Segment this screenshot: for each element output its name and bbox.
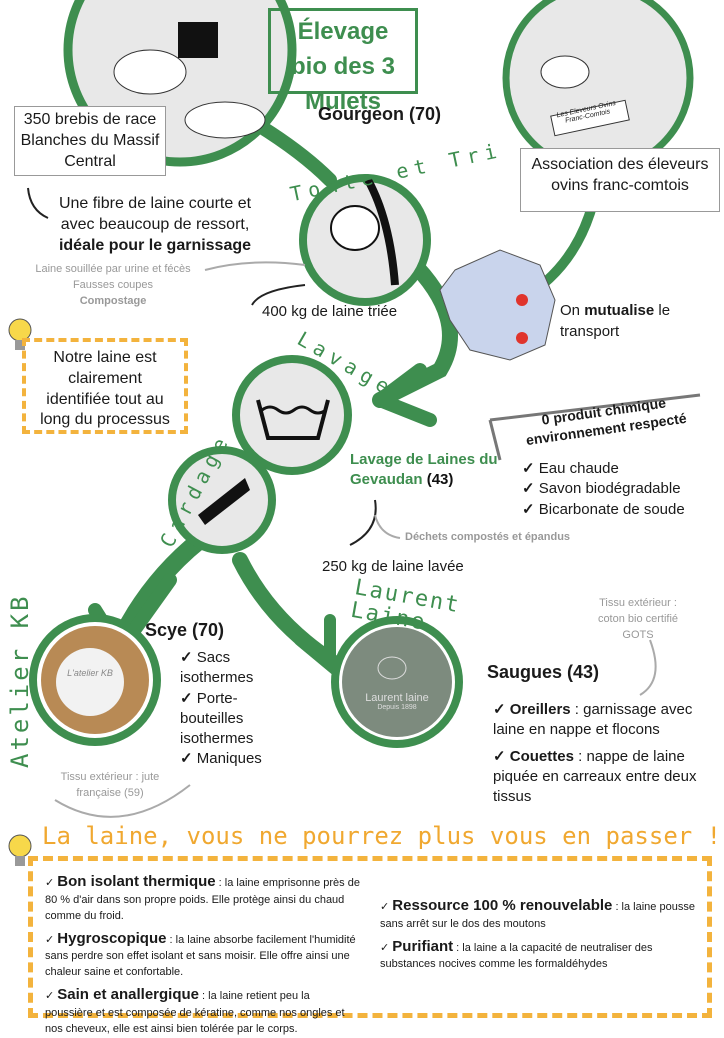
flow-arrow [232, 552, 338, 668]
text: Laine souillée par urine et fécès [35, 263, 191, 275]
atelier-label: Atelier KB [6, 593, 34, 769]
list-item: Porte-bouteilles isothermes [180, 689, 280, 750]
flow-arrow [373, 363, 437, 427]
text: On [560, 302, 585, 319]
text: (43) [426, 470, 454, 488]
text: Hygroscopique [57, 929, 167, 947]
washing-company: Lavage de Laines du Gevaudan (43) [350, 450, 500, 489]
list-item: Oreillers : garnissage avec laine en nap… [493, 700, 718, 741]
atelier-products: Sacs isothermes Porte-bouteilles isother… [180, 648, 280, 770]
text: : nappe de laine piquée en carreaux entr… [493, 747, 697, 806]
laurent-products: Oreillers : garnissage avec laine en nap… [493, 700, 718, 807]
arrow [349, 499, 377, 546]
text: Lavage de Laines du Gevaudan [350, 451, 498, 488]
benefits-box: ✓ Bon isolant thermique : la laine empri… [28, 856, 712, 1035]
text: le transport [560, 302, 671, 340]
france-map-icon [439, 249, 556, 361]
benefits-heading: La laine, vous ne pourrez plus vous en p… [42, 822, 722, 850]
banner-underline [488, 393, 701, 461]
benefit-item: ✓ Bon isolant thermique : la laine empri… [45, 873, 360, 922]
tip-box: Notre laine est clairement identifiée to… [22, 338, 188, 434]
farm-location: Gourgeon (70) [318, 104, 442, 124]
text: Purifiant [392, 937, 454, 955]
circle-cardage [168, 446, 276, 554]
text: : garnissage avec laine en nappe et floc… [493, 701, 693, 739]
list-item: Sacs isothermes [180, 648, 280, 689]
text: Laurent laine [365, 692, 429, 704]
transport-note: On mutualise le transport [560, 300, 700, 342]
flock-note: 350 brebis de race Blanches du Massif Ce… [14, 106, 166, 177]
text: idéale pour le garnissage [58, 236, 252, 254]
text: Une fibre de laine courte et avec beauco… [58, 195, 252, 233]
benefit-item: ✓ Hygroscopique : la laine absorbe facil… [45, 929, 356, 979]
page-title: Élevage bio des 3 Mulets [268, 8, 418, 115]
flow-arrow [372, 252, 458, 408]
laurent-fabric: Tissu extérieur : coton bio certifié GOT… [597, 597, 679, 641]
fiber-note: Une fibre de laine courte et avec beauco… [40, 194, 270, 256]
atelier-fabric: Tissu extérieur : jute française (59) [60, 771, 160, 799]
lightbulb-icon [8, 318, 32, 350]
list-item: Savon biodégradable [522, 479, 685, 499]
arrow [27, 187, 49, 219]
atelier-location: Scye (70) [145, 620, 225, 640]
circle-lavage [232, 355, 352, 475]
text: Couettes [509, 747, 574, 765]
text: Compostage [79, 294, 147, 307]
arrow [251, 284, 306, 306]
circle-tonte [299, 174, 431, 306]
benefit-item: ✓ Purifiant : la laine a la capacité de … [380, 937, 653, 971]
list-item: Eau chaude [522, 459, 685, 479]
washing-output: 250 kg de laine lavée [322, 558, 464, 575]
text: Ressource 100 % renouvelable [392, 897, 613, 914]
benefit-item: ✓ Ressource 100 % renouvelable : la lain… [380, 897, 695, 930]
circle-association [502, 0, 694, 174]
text: : la laine emprisonne près de 80 % d'air… [45, 877, 360, 922]
lightbulb-icon [8, 834, 32, 866]
flow-arrow [294, 614, 336, 678]
circle-laurent [331, 616, 463, 748]
atelier-logo-text: L'atelier KB [67, 668, 113, 678]
text: Depuis 1898 [377, 704, 417, 711]
list-item: Maniques [180, 749, 280, 769]
list-item: Bicarbonate de soude [522, 500, 685, 520]
arrow [204, 261, 306, 271]
text: Bon isolant thermique [57, 873, 216, 890]
text: : la laine a la capacité de neutraliser … [380, 941, 653, 971]
tonte-output: 400 kg de laine triée [262, 303, 398, 320]
laurent-location: Saugues (43) [487, 662, 600, 682]
association-label: Association des éleveurs ovins franc-com… [520, 148, 720, 212]
text: mutualise [584, 302, 655, 319]
text: Oreillers [509, 701, 571, 718]
washing-list: Eau chaude Savon biodégradable Bicarbona… [522, 459, 685, 520]
arrow [54, 784, 191, 818]
text: : la laine absorbe facilement l'humidité… [45, 933, 356, 979]
text: Fausses coupes [72, 278, 154, 291]
washing-waste: Déchets compostés et épandus [405, 531, 571, 543]
circle-atelier [29, 614, 161, 746]
list-item: Couettes : nappe de laine piquée en carr… [493, 747, 718, 808]
text: Sain et anallergique [57, 986, 199, 1004]
arrow [374, 514, 401, 539]
text: : la laine pousse sans arrêt sur le dos … [380, 901, 695, 930]
benefit-item: ✓ Sain et anallergique : la laine retien… [45, 986, 345, 1035]
arrow [639, 639, 657, 696]
